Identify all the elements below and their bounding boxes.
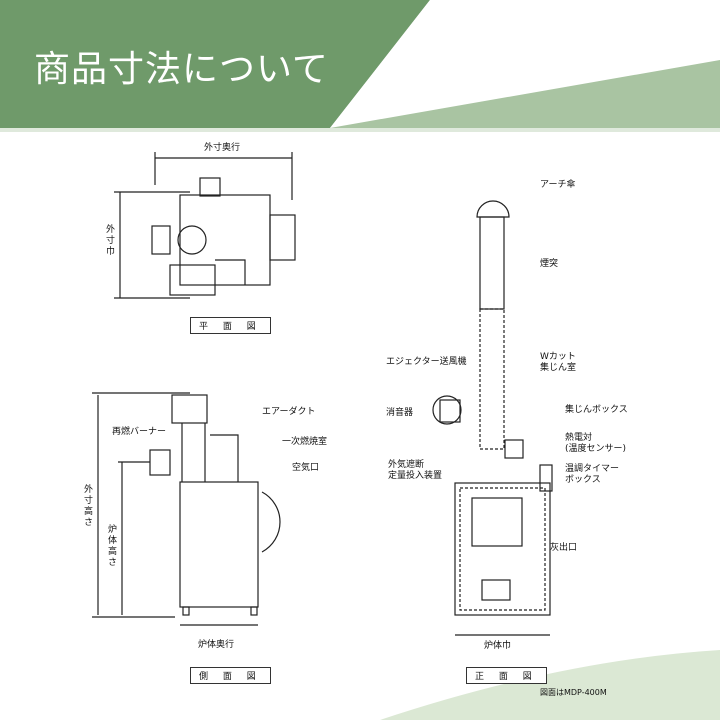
feeder-label-1: 外気遮断 [388, 460, 425, 470]
page-title: 商品寸法について [34, 49, 329, 90]
wcut-label-1: Wカット [540, 352, 576, 362]
chimney-label: 煙突 [540, 259, 559, 269]
reburn-burner-label: 再燃バーナー [112, 427, 167, 437]
feeder-label-2: 定量投入装置 [388, 471, 443, 481]
air-duct-label: エアーダクト [262, 407, 316, 417]
front-view-drawing [432, 200, 553, 636]
ejector-label: エジェクター送風機 [386, 357, 467, 367]
primary-chamber-label: 一次燃焼室 [282, 437, 328, 447]
side-view-drawing [92, 392, 281, 626]
air-inlet-label: 空気口 [292, 463, 320, 473]
plan-view-caption: 平 面 図 [190, 317, 271, 334]
arch-cap-label: アーチ傘 [540, 180, 576, 190]
front-view-caption: 正 面 図 [466, 667, 547, 684]
wcut-label-2: 集じん室 [540, 363, 577, 373]
plan-view-drawing [114, 152, 296, 299]
footer-swoosh [380, 650, 720, 720]
plan-depth-label: 外寸奥行 [204, 143, 241, 153]
timer-box-label-1: 温調タイマー [565, 464, 620, 474]
body-height-label: 炉体高さ [108, 525, 118, 568]
drawing-note: 図面はMDP-400M [540, 688, 607, 697]
header-accent [330, 60, 720, 128]
ash-outlet-label: 灰出口 [550, 543, 578, 553]
plan-width-label: 外寸巾 [106, 225, 116, 257]
timer-box-label-2: ボックス [565, 475, 601, 485]
silencer-label: 消音器 [386, 408, 414, 418]
header-banner [0, 0, 430, 128]
body-depth-label: 炉体奥行 [198, 640, 235, 650]
dust-box-label: 集じんボックス [565, 405, 628, 415]
body-width-label: 炉体巾 [484, 641, 512, 651]
outer-height-label: 外寸高さ [84, 485, 94, 528]
thermocouple-label-2: (温度センサー) [565, 444, 627, 454]
thermocouple-label-1: 熱電対 [565, 433, 593, 443]
side-view-caption: 側 面 図 [190, 667, 271, 684]
